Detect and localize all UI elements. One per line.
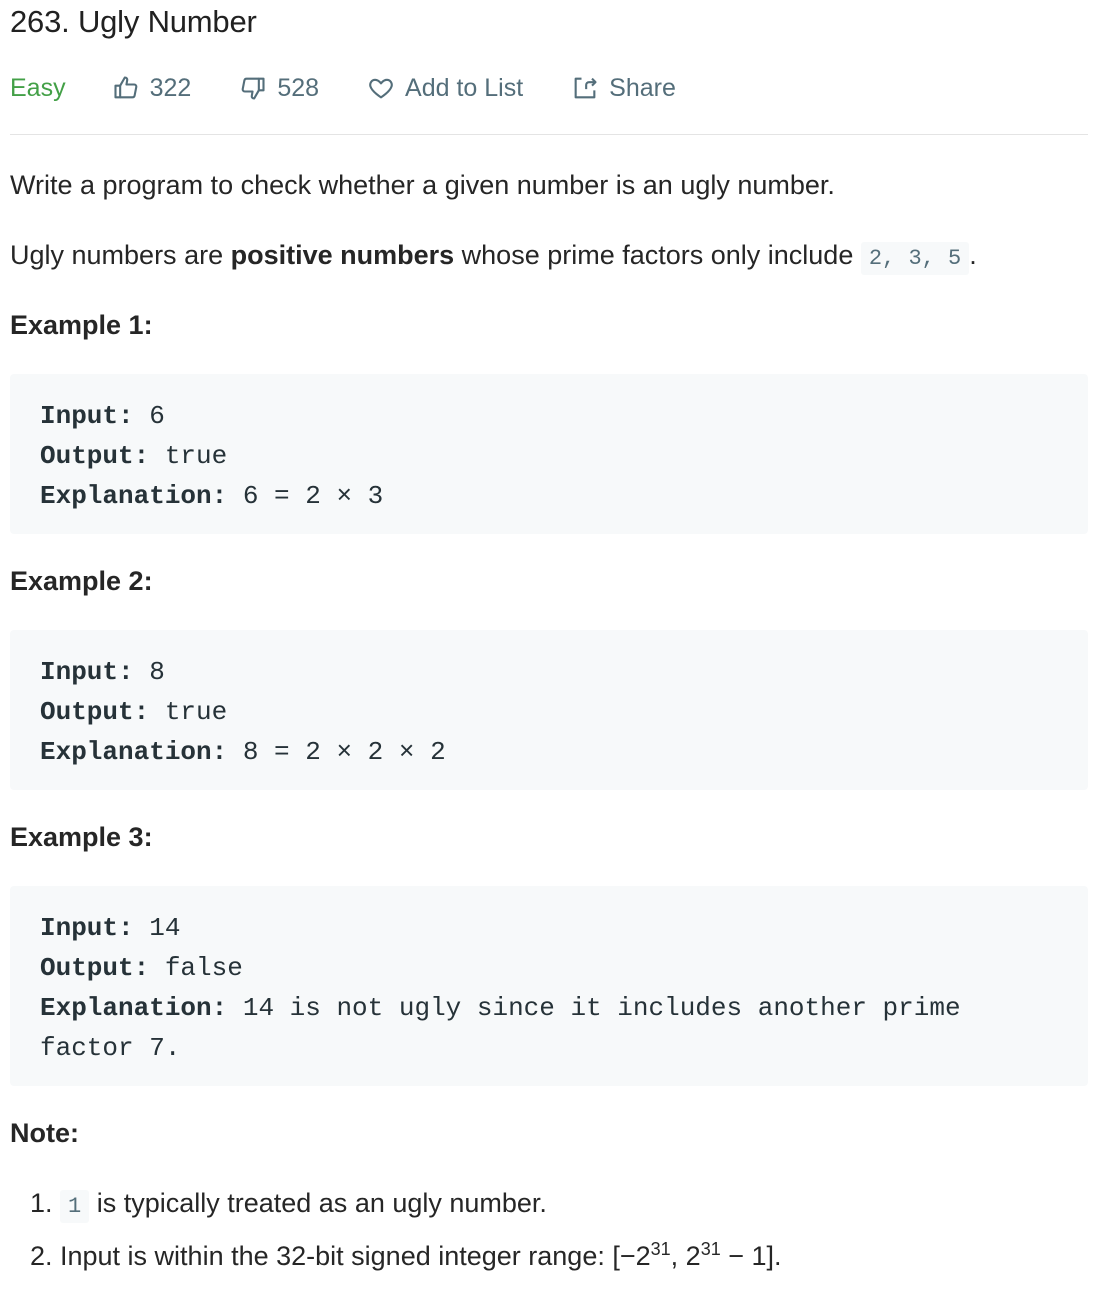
dislike-count: 528 — [277, 73, 320, 102]
thumbs-down-icon — [241, 77, 265, 100]
input-label: Input: — [40, 401, 134, 431]
output-label: Output: — [40, 697, 150, 727]
add-to-list-button[interactable]: Add to List — [367, 74, 523, 103]
note-text: Input is within the 32-bit signed intege… — [60, 1241, 651, 1271]
share-button[interactable]: Share — [571, 74, 676, 103]
thumbs-up-icon — [114, 76, 137, 99]
problem-meta-bar: Easy 322 528 Add to List — [10, 70, 724, 106]
add-to-list-label: Add to List — [405, 73, 524, 102]
example-code-block: Input: 6 Output: true Explanation: 6 = 2… — [10, 374, 1088, 534]
note-item: Input is within the 32-bit signed intege… — [60, 1228, 782, 1278]
input-value: 6 — [133, 401, 165, 431]
share-label: Share — [609, 73, 676, 102]
example-code-block: Input: 14 Output: false Explanation: 14 … — [10, 886, 1088, 1086]
description-line-1: Write a program to check whether a given… — [10, 170, 835, 200]
note-item: 1 is typically treated as an ugly number… — [60, 1182, 782, 1228]
note-text: − 1]. — [720, 1241, 782, 1271]
exponent: 31 — [700, 1239, 721, 1259]
note-list: 1 is typically treated as an ugly number… — [10, 1182, 782, 1278]
explanation-value: 14 is not ugly since it includes another… — [40, 993, 961, 1063]
input-value: 8 — [133, 657, 165, 687]
inline-code: 1 — [60, 1190, 90, 1223]
inline-code: 2, 3, 5 — [860, 242, 970, 275]
example-code-block: Input: 8 Output: true Explanation: 8 = 2… — [10, 630, 1088, 790]
explanation-label: Explanation: — [40, 481, 228, 511]
input-label: Input: — [40, 657, 134, 687]
description-text: Ugly numbers are — [10, 240, 231, 270]
heart-icon — [369, 78, 393, 99]
note-heading: Note: — [10, 1118, 79, 1148]
explanation-label: Explanation: — [40, 737, 228, 767]
explanation-value: 6 = 2 × 3 — [227, 481, 384, 511]
input-value: 14 — [133, 913, 181, 943]
share-icon — [574, 77, 597, 99]
example-heading: Example 2: — [10, 566, 153, 596]
example-heading: Example 3: — [10, 822, 153, 852]
description-line-2: Ugly numbers are positive numbers whose … — [10, 240, 977, 275]
like-count: 322 — [149, 73, 192, 102]
output-value: false — [149, 953, 243, 983]
explanation-value: 8 = 2 × 2 × 2 — [227, 737, 446, 767]
note-text: , 2 — [670, 1241, 701, 1271]
exponent: 31 — [650, 1239, 671, 1259]
output-value: true — [149, 697, 228, 727]
example-heading: Example 1: — [10, 310, 153, 340]
explanation-label: Explanation: — [40, 993, 228, 1023]
difficulty-badge: Easy — [10, 73, 66, 102]
output-label: Output: — [40, 953, 150, 983]
output-label: Output: — [40, 441, 150, 471]
description-text: . — [969, 240, 977, 270]
description-text: whose prime factors only include — [454, 240, 861, 270]
output-value: true — [149, 441, 228, 471]
note-text: is typically treated as an ugly number. — [89, 1188, 547, 1218]
divider — [10, 134, 1088, 135]
problem-title: 263. Ugly Number — [10, 4, 257, 39]
dislike-button[interactable]: 528 — [239, 74, 319, 103]
like-button[interactable]: 322 — [112, 73, 192, 103]
input-label: Input: — [40, 913, 134, 943]
description-bold: positive numbers — [230, 240, 455, 270]
